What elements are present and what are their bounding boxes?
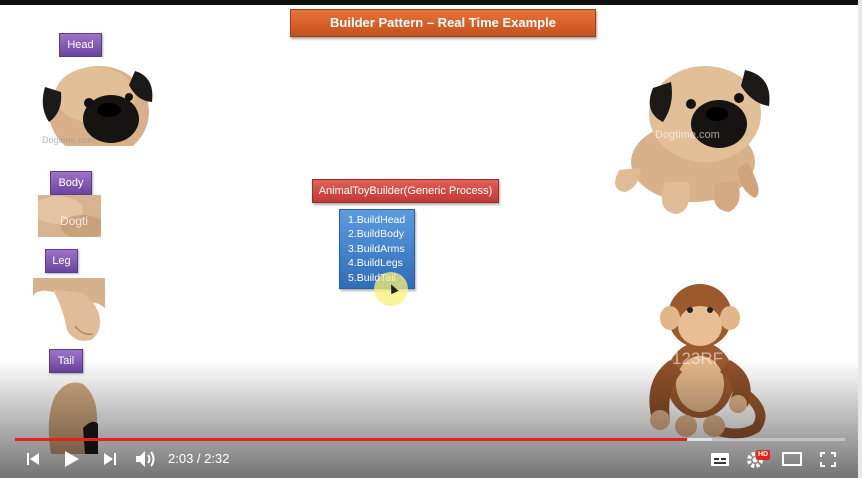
next-button[interactable]: [103, 452, 117, 471]
duration: 2:32: [204, 451, 230, 466]
play-button[interactable]: [64, 450, 80, 473]
progress-played: [15, 438, 688, 441]
volume-button[interactable]: [135, 450, 157, 473]
step-build-legs: 4.BuildLegs: [348, 257, 403, 270]
watermark-text: Dogtime.com: [42, 135, 95, 145]
subtitles-icon: [711, 453, 729, 466]
fullscreen-button[interactable]: [820, 452, 836, 472]
label-leg: Leg: [45, 249, 78, 273]
pug-body-image: Dogti: [38, 195, 101, 237]
play-icon: [65, 451, 79, 467]
current-time: 2:03: [168, 451, 194, 466]
fullscreen-icon: [820, 452, 836, 467]
previous-icon: [27, 453, 39, 465]
volume-icon: [136, 451, 155, 467]
subtitles-button[interactable]: [710, 452, 730, 472]
step-build-arms: 3.BuildArms: [348, 242, 405, 255]
pug-leg-image: [33, 278, 105, 344]
miniplayer-icon: [782, 452, 802, 466]
pug-toy-image: Dogtime.com: [605, 52, 777, 217]
time-display: 2:03 / 2:32: [168, 451, 229, 466]
progress-bar[interactable]: [15, 438, 845, 441]
builder-title: AnimalToyBuilder(Generic Process): [312, 179, 499, 203]
previous-button[interactable]: [26, 452, 40, 471]
next-icon: [104, 453, 116, 465]
top-border: [0, 0, 862, 5]
slide-title: Builder Pattern – Real Time Example: [290, 9, 596, 37]
label-body: Body: [50, 171, 92, 195]
watermark-text: Dogti: [60, 214, 88, 228]
pug-head-image: Dogtime.com: [37, 57, 155, 146]
step-build-body: 2.BuildBody: [348, 228, 405, 241]
controls-gradient: [0, 360, 862, 478]
right-border: [858, 0, 862, 478]
hd-badge: HD: [756, 450, 771, 460]
label-head: Head: [59, 33, 102, 57]
step-build-head: 1.BuildHead: [348, 214, 406, 226]
watermark-text: Dogtime.com: [655, 129, 720, 141]
miniplayer-button[interactable]: [782, 452, 802, 471]
cursor-highlight: [374, 272, 408, 306]
time-separator: /: [193, 451, 205, 466]
